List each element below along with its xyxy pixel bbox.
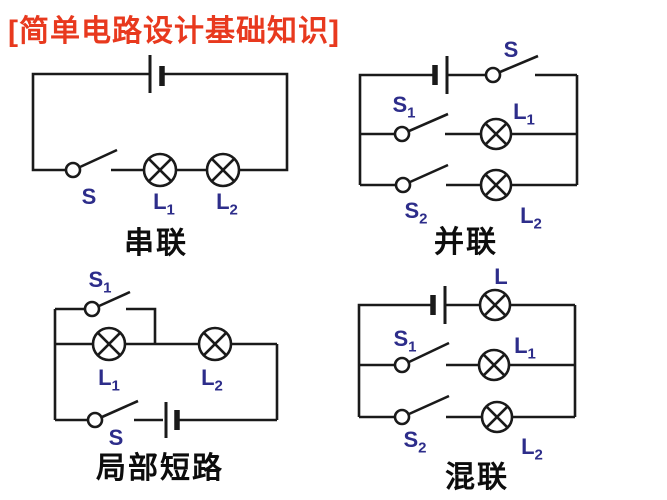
page-title: [简单电路设计基础知识] [8, 15, 340, 48]
label-lamp-l1: L1 [153, 189, 175, 219]
battery-icon [430, 286, 447, 324]
caption-partial-short: 局部短路 [96, 452, 224, 485]
caption-mixed: 混联 [445, 461, 509, 494]
label-lamp-l2: L2 [521, 434, 543, 464]
switch-icon [394, 163, 449, 194]
battery-icon [432, 56, 449, 94]
lamp-icon [479, 168, 513, 202]
label-switch-s1: S1 [88, 267, 112, 297]
switch-icon [393, 112, 449, 143]
battery-icon [148, 55, 165, 93]
wire [162, 72, 289, 172]
wire [31, 72, 150, 172]
mixed-circuit-drawing [357, 286, 577, 434]
wire [357, 303, 433, 417]
lamp-icon [477, 348, 511, 382]
caption-parallel: 并联 [434, 226, 498, 259]
label-lamp-l1: L1 [98, 365, 120, 395]
label-switch-s: S [81, 184, 97, 209]
lamp-icon [478, 288, 512, 322]
wire [126, 307, 157, 344]
label-switch-s2: S2 [404, 198, 428, 228]
lamp-icon [480, 400, 514, 434]
label-switch-s: S [108, 425, 124, 450]
label-switch-s2: S2 [403, 427, 427, 457]
partial-short-circuit-drawing [53, 290, 279, 438]
caption-series: 串联 [124, 227, 188, 260]
lamp-icon [479, 117, 513, 151]
battery-icon [164, 402, 180, 438]
label-lamp-l: L [494, 264, 508, 289]
parallel-circuit-drawing [358, 54, 579, 202]
wire [358, 73, 435, 185]
series-circuit-drawing [31, 55, 289, 188]
lamp-icon [197, 326, 233, 362]
switch-icon [83, 290, 131, 318]
label-lamp-l2: L2 [201, 365, 223, 395]
lamp-icon [205, 152, 241, 188]
lamp-icon [142, 152, 178, 188]
switch-icon [86, 399, 139, 429]
switch-icon [393, 394, 450, 426]
label-switch-s: S [503, 37, 519, 62]
lamp-icon [91, 326, 127, 362]
switch-icon [64, 148, 118, 179]
label-lamp-l2: L2 [520, 203, 542, 233]
label-lamp-l1: L1 [513, 99, 535, 129]
label-lamp-l2: L2 [216, 189, 238, 219]
switch-icon [393, 341, 450, 374]
label-lamp-l1: L1 [514, 333, 536, 363]
label-switch-s1: S1 [393, 326, 417, 356]
label-switch-s1: S1 [392, 92, 416, 122]
switch-icon [484, 54, 539, 84]
